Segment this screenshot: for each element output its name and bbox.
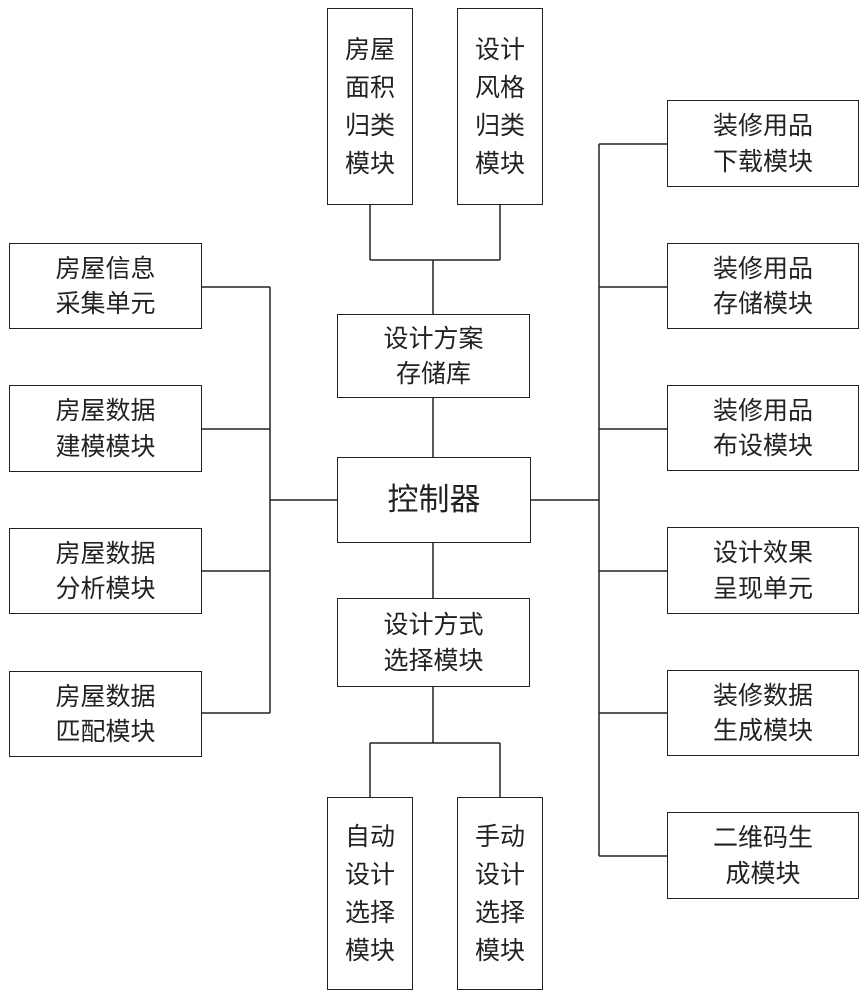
design-method-selection-module: 设计方式 选择模块 [337,598,530,687]
design-plan-storage: 设计方案 存储库 [337,314,530,398]
decoration-data-generation-module: 装修数据 生成模块 [667,670,859,756]
decoration-supplies-layout-module: 装修用品 布设模块 [667,385,859,471]
house-data-modeling-module: 房屋数据 建模模块 [9,385,202,472]
house-data-analysis-module: 房屋数据 分析模块 [9,528,202,614]
house-info-collection-unit: 房屋信息 采集单元 [9,243,202,329]
decoration-supplies-download-module: 装修用品 下载模块 [667,100,859,187]
house-area-classification-module: 房屋 面积 归类 模块 [327,8,413,205]
design-effect-presentation-unit: 设计效果 呈现单元 [667,527,859,614]
manual-design-selection-module: 手动 设计 选择 模块 [457,797,543,990]
controller: 控制器 [337,457,531,543]
decoration-supplies-storage-module: 装修用品 存储模块 [667,243,859,329]
auto-design-selection-module: 自动 设计 选择 模块 [327,797,413,990]
qr-code-generation-module: 二维码生 成模块 [667,812,859,899]
design-style-classification-module: 设计 风格 归类 模块 [457,8,543,205]
house-data-matching-module: 房屋数据 匹配模块 [9,671,202,757]
